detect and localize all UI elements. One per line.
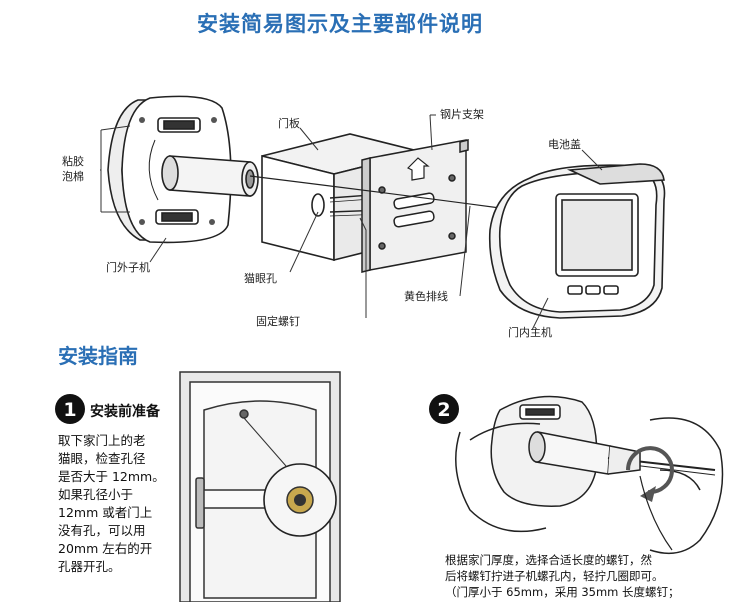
steel-bracket-drawing: [361, 139, 469, 273]
label-fixing-screw: 固定螺钉: [256, 315, 300, 328]
step1-line: 12mm 或者门上: [58, 505, 153, 520]
peephole-zoom-circle: [263, 463, 337, 537]
step1-line: 20mm 左右的开: [58, 541, 153, 556]
label-outdoor-unit: 门外子机: [106, 261, 150, 274]
installation-guide-title: 安装指南: [58, 344, 138, 368]
label-steel-bracket: 钢片支架: [440, 108, 484, 121]
label-yellow-cable: 黄色排线: [404, 290, 448, 303]
step2-line: 根据家门厚度，选择合适长度的螺钉，然: [445, 553, 652, 567]
outdoor-unit-drawing: [107, 95, 259, 244]
step1-line: 取下家门上的老: [58, 433, 146, 448]
step1-number: 1: [63, 399, 76, 421]
step1-line: 孔器开孔。: [58, 559, 121, 574]
step1-line: 没有孔，可以用: [58, 523, 146, 538]
label-adhesive-foam-1: 粘胶: [62, 155, 84, 168]
step1-line: 猫眼，检查孔径: [58, 451, 146, 466]
label-indoor-unit: 门内主机: [508, 326, 552, 339]
indoor-unit-drawing: [488, 163, 666, 319]
label-adhesive-foam-2: 泡棉: [62, 170, 84, 183]
step1-number-circle: [55, 394, 85, 424]
label-battery-cover: 电池盖: [548, 138, 581, 151]
main-title: 安装简易图示及主要部件说明: [197, 12, 483, 36]
step1-line: 是否大于 12mm。: [58, 469, 165, 484]
step2-number: 2: [437, 399, 450, 421]
step2-instructions: 根据家门厚度，选择合适长度的螺钉，然 后将螺钉拧进子机螺孔内，轻拧几圈即可。 （…: [445, 552, 745, 600]
step2-line: （门厚小于 65mm，采用 35mm 长度螺钉；: [445, 585, 680, 599]
step1-instructions: 取下家门上的老 猫眼，检查孔径 是否大于 12mm。 如果孔径小于 12mm 或…: [58, 432, 198, 576]
screw-installation-illustration: [455, 395, 724, 555]
yellow-cable-drawing: [249, 175, 501, 209]
step2-number-circle: [429, 394, 459, 424]
step1-title: 安装前准备: [90, 404, 160, 420]
step1-line: 如果孔径小于: [58, 487, 134, 502]
label-callout-lines: [100, 114, 603, 331]
label-door-panel: 门板: [278, 117, 300, 130]
step2-line: 后将螺钉拧进子机螺孔内，轻拧几圈即可。: [445, 569, 664, 583]
label-peephole: 猫眼孔: [244, 272, 277, 285]
